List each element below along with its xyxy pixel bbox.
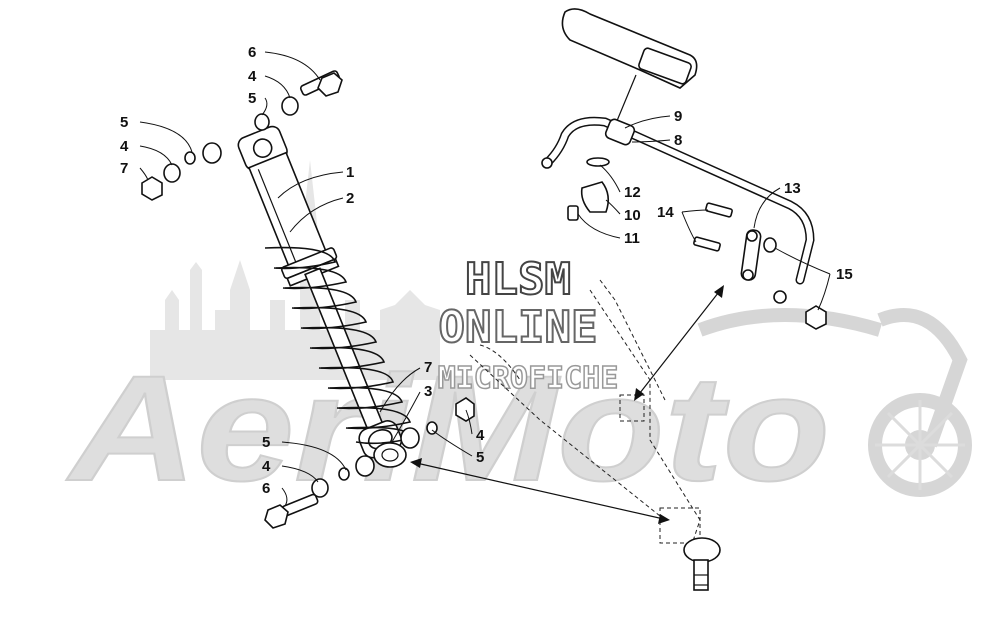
callout-12: 12 (624, 184, 641, 201)
watermark-online: ONLINE (439, 302, 598, 353)
lower-hardware (264, 397, 475, 529)
callout-7-top: 7 (120, 160, 128, 177)
callout-7-bottom: 7 (424, 359, 432, 376)
shock-absorber (237, 125, 413, 468)
callout-14: 14 (657, 204, 674, 221)
callout-5-bottom-right: 5 (476, 449, 484, 466)
watermark-hlsm: HLSM (465, 254, 571, 305)
upper-hardware (141, 70, 343, 201)
callout-9: 9 (674, 108, 682, 125)
callout-4-bottom-right: 4 (476, 427, 485, 444)
watermark-layer: AeriMoto HLSM ONLINE MICROFICHE (64, 160, 972, 513)
watermark-skyline (150, 160, 440, 380)
callout-5-top-right: 5 (248, 90, 256, 107)
callout-3: 3 (424, 383, 432, 400)
callout-1: 1 (346, 164, 354, 181)
callout-10: 10 (624, 207, 641, 224)
callout-8: 8 (674, 132, 682, 149)
callout-labels: 6 4 5 5 4 7 1 2 7 3 4 5 5 4 6 9 8 12 10 … (120, 44, 853, 497)
callout-4-top-right: 4 (248, 68, 257, 85)
callout-4-bottom-left: 4 (262, 458, 271, 475)
callout-11: 11 (624, 230, 640, 247)
bushing (373, 442, 407, 468)
watermark-brand: AeriMoto (65, 344, 830, 512)
callout-5-bottom-left: 5 (262, 434, 270, 451)
callout-5-top-left: 5 (120, 114, 128, 131)
leader-lines (139, 51, 831, 507)
callout-4-top-left: 4 (120, 138, 129, 155)
callout-15: 15 (836, 266, 853, 283)
coil-spring (264, 246, 413, 445)
callout-2: 2 (346, 190, 354, 207)
watermark-microfiche: MICROFICHE (438, 361, 619, 396)
connection-arrows (410, 285, 724, 524)
callout-6-bottom: 6 (262, 480, 270, 497)
a-arm-ghost (469, 279, 721, 591)
callout-6-top: 6 (248, 44, 256, 61)
sway-bar-assembly (541, 8, 827, 330)
callout-13: 13 (784, 180, 801, 197)
